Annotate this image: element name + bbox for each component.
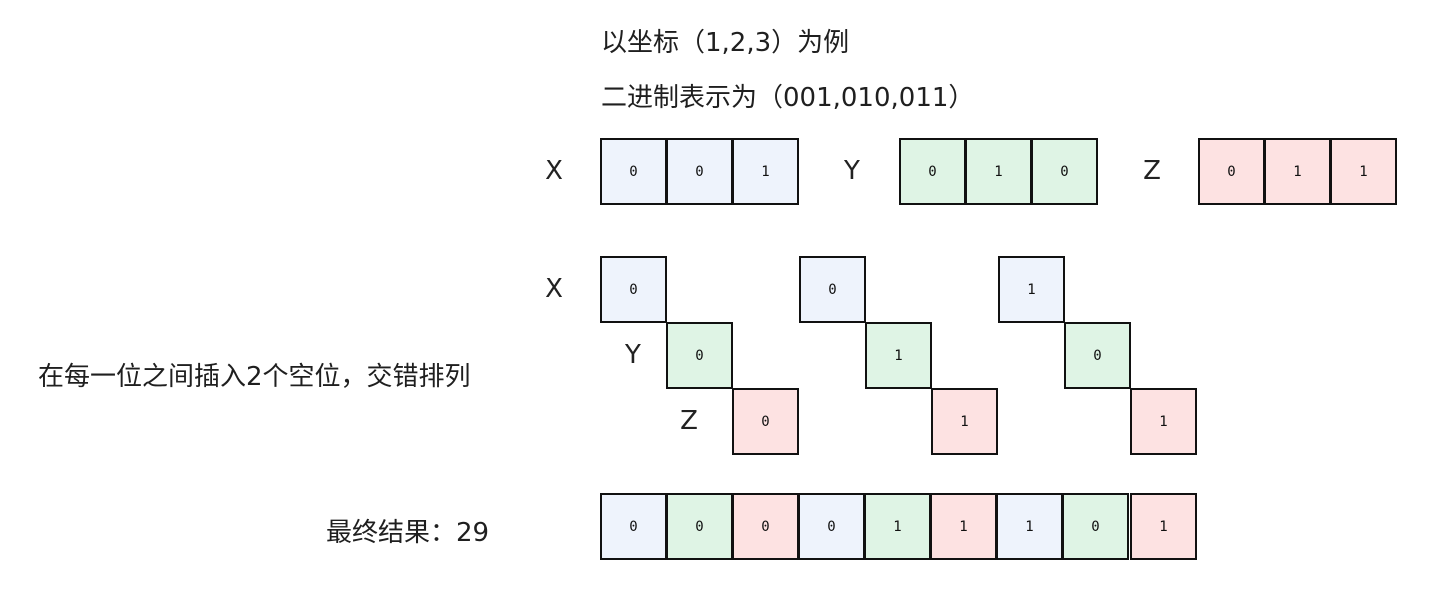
example-title: 以坐标（1,2,3）为例 xyxy=(601,28,850,58)
interleave-caption: 在每一位之间插入2个空位，交错排列 xyxy=(38,362,471,392)
x-bit-cell: 1 xyxy=(732,138,799,205)
y-bit-cell: 0 xyxy=(1031,138,1098,205)
x-label: X xyxy=(545,156,563,186)
interleave-x-cell: 0 xyxy=(600,256,667,323)
result-bit-cell: 1 xyxy=(864,493,931,560)
interleave-y-cell: 1 xyxy=(865,322,932,389)
interleave-x-cell: 0 xyxy=(799,256,866,323)
z-bit-cell: 1 xyxy=(1264,138,1331,205)
y-bit-cell: 0 xyxy=(899,138,966,205)
y-label: Y xyxy=(844,156,860,186)
result-bit-cell: 0 xyxy=(798,493,865,560)
interleave-z-cell: 1 xyxy=(1130,388,1197,455)
result-bit-cell: 0 xyxy=(666,493,733,560)
y-bit-cell: 1 xyxy=(965,138,1032,205)
x-bit-cell: 0 xyxy=(600,138,667,205)
z-label: Z xyxy=(680,406,698,436)
result-bit-cell: 0 xyxy=(1062,493,1129,560)
interleave-y-cell: 0 xyxy=(666,322,733,389)
y-label: Y xyxy=(625,340,641,370)
x-bit-cell: 0 xyxy=(666,138,733,205)
result-bit-cell: 0 xyxy=(732,493,799,560)
result-bit-cell: 1 xyxy=(930,493,997,560)
x-label: X xyxy=(545,274,563,304)
result-caption: 最终结果：29 xyxy=(326,518,490,548)
interleave-z-cell: 1 xyxy=(931,388,998,455)
z-bit-cell: 0 xyxy=(1198,138,1265,205)
z-label: Z xyxy=(1143,156,1161,186)
binary-description: 二进制表示为（001,010,011） xyxy=(601,83,975,113)
result-bit-cell: 1 xyxy=(996,493,1063,560)
interleave-z-cell: 0 xyxy=(732,388,799,455)
interleave-x-cell: 1 xyxy=(998,256,1065,323)
result-bit-cell: 1 xyxy=(1130,493,1197,560)
z-bit-cell: 1 xyxy=(1330,138,1397,205)
interleave-y-cell: 0 xyxy=(1064,322,1131,389)
result-bit-cell: 0 xyxy=(600,493,667,560)
